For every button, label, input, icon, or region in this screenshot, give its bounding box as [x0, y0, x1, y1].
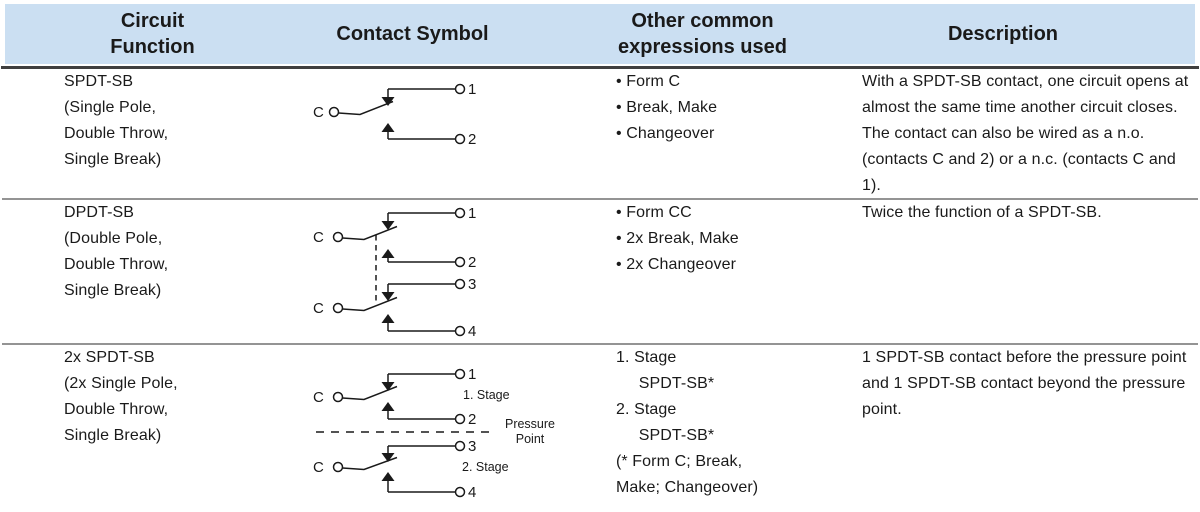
terminal-label-c1: C	[313, 389, 324, 406]
row-divider	[2, 198, 1198, 200]
terminal-label-3: 3	[468, 276, 476, 293]
terminal-label-1: 1	[468, 81, 476, 98]
stage1-label: 1. Stage	[463, 388, 510, 402]
terminal-label-c1: C	[313, 229, 324, 246]
terminal-label-c2: C	[313, 459, 324, 476]
circuit-function-cell: SPDT-SB (Single Pole, Double Throw, Sing…	[64, 73, 169, 168]
arrow-down-icon	[381, 292, 395, 301]
terminal-circle-4	[454, 486, 466, 498]
terminal-circle-c2	[332, 302, 344, 314]
column-header-contact-symbol: Contact Symbol	[336, 23, 489, 45]
column-header-description: Description	[947, 23, 1059, 45]
expressions-cell: • Form CC • 2x Break, Make • 2x Changeov…	[616, 204, 739, 273]
terminal-label-2: 2	[468, 254, 476, 271]
terminal-label-4: 4	[468, 323, 476, 340]
terminal-circle-c2	[332, 461, 344, 473]
arrow-up-icon	[381, 402, 395, 411]
table-header-row: Circuit Function Contact Symbol Other co…	[5, 4, 1195, 64]
expressions-cell: 1. Stage SPDT-SB* 2. Stage SPDT-SB* (* F…	[616, 349, 759, 496]
table-body: SPDT-SB (Single Pole, Double Throw, Sing…	[0, 69, 1200, 512]
terminal-circle-1	[454, 368, 466, 380]
terminal-circle-c1	[332, 231, 344, 243]
terminal-circle-4	[454, 325, 466, 337]
pressure-point-label-line1: Pressure	[505, 417, 555, 431]
contact-symbol-cell: C 1 2	[300, 69, 616, 199]
arrow-down-icon	[381, 221, 395, 230]
arrow-down-icon	[381, 97, 395, 106]
arrow-up-icon	[381, 472, 395, 481]
contact-symbol-cell: C C 1 2 3 4	[300, 200, 616, 343]
terminal-label-3: 3	[468, 438, 476, 455]
terminal-circle-2	[454, 133, 466, 145]
expressions-cell: • Form C • Break, Make • Changeover	[616, 73, 718, 142]
terminal-label-1: 1	[468, 205, 476, 222]
description-cell: 1 SPDT-SB contact before the pressure po…	[862, 349, 1187, 418]
terminal-label-c: C	[313, 104, 324, 121]
terminal-label-c2: C	[313, 300, 324, 317]
two-stage-spdt-sb-symbol: C C 1 2 3 4 1. Stage 2. Stage Pressure P…	[313, 366, 555, 501]
arrow-up-icon	[381, 249, 395, 258]
circuit-function-cell: DPDT-SB (Double Pole, Double Throw, Sing…	[64, 204, 169, 299]
terminal-label-2: 2	[468, 131, 476, 148]
terminal-circle-2	[454, 413, 466, 425]
stage2-label: 2. Stage	[462, 460, 509, 474]
terminal-label-4: 4	[468, 484, 476, 501]
table-row: 2x SPDT-SB (2x Single Pole, Double Throw…	[0, 345, 1200, 512]
dpdt-sb-symbol: C C 1 2 3 4	[313, 205, 476, 340]
terminal-label-1: 1	[468, 366, 476, 383]
table-row: DPDT-SB (Double Pole, Double Throw, Sing…	[0, 200, 1200, 343]
column-header-other-expressions: Other common expressions used	[618, 10, 787, 58]
description-cell: With a SPDT-SB contact, one circuit open…	[862, 73, 1189, 194]
terminal-circle-c	[328, 106, 340, 118]
terminal-circle-3	[454, 278, 466, 290]
circuit-function-cell: 2x SPDT-SB (2x Single Pole, Double Throw…	[64, 349, 178, 444]
arrow-down-icon	[381, 382, 395, 391]
column-header-circuit-function: Circuit Function	[110, 10, 195, 58]
spdt-sb-symbol: C 1 2	[313, 81, 476, 148]
terminal-circle-2	[454, 256, 466, 268]
arrow-up-icon	[381, 123, 395, 132]
terminal-circle-3	[454, 440, 466, 452]
terminal-circle-c1	[332, 391, 344, 403]
header-divider	[1, 66, 1199, 69]
row-divider	[2, 343, 1198, 345]
arrow-up-icon	[381, 314, 395, 323]
pressure-point-label-line2: Point	[516, 432, 545, 446]
table-row: SPDT-SB (Single Pole, Double Throw, Sing…	[0, 69, 1200, 198]
terminal-circle-1	[454, 83, 466, 95]
terminal-label-2: 2	[468, 411, 476, 428]
description-cell: Twice the function of a SPDT-SB.	[862, 204, 1102, 221]
terminal-circle-1	[454, 207, 466, 219]
arrow-down-icon	[381, 453, 395, 462]
contact-symbol-cell: C C 1 2 3 4 1. Stage 2. Stage Pressure P…	[300, 345, 616, 512]
